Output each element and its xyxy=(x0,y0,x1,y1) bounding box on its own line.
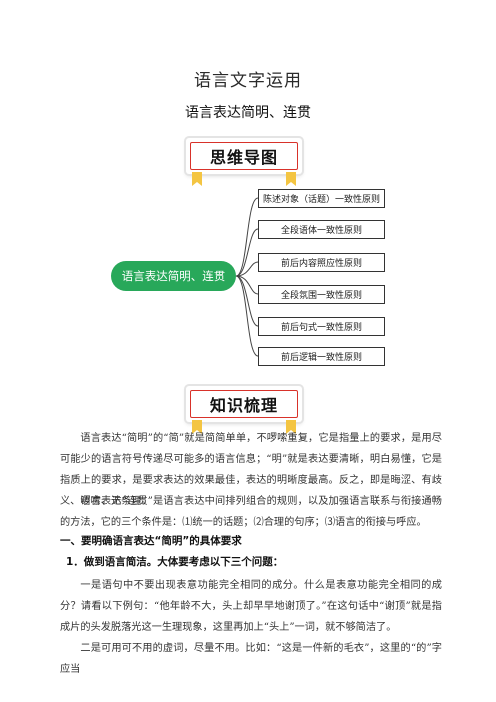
paragraph-point-one: 一是语句中不要出现表意功能完全相同的成分。什么是表意功能完全相同的成分？请看以下… xyxy=(60,580,442,633)
document-subtitle: 语言表达简明、连贯 xyxy=(185,105,311,121)
mindmap-branch: 前后句式一致性原则 xyxy=(258,317,385,336)
mindmap-branch: 全段语体一致性原则 xyxy=(258,220,385,239)
ribbon-icon xyxy=(192,420,202,434)
mindmap-banner: 思维导图 xyxy=(186,138,302,186)
ribbon-icon xyxy=(286,172,296,186)
mindmap-center-node: 语言表达简明、连贯 xyxy=(111,261,236,291)
paragraph-point-two: 二是可用可不用的虚词，尽量不用。比如：“这是一件新的毛衣”，这里的“的”字应当 xyxy=(60,643,442,675)
mindmap-branch: 前后内容照应性原则 xyxy=(258,253,385,272)
ribbon-icon xyxy=(192,172,202,186)
ribbon-icon xyxy=(286,420,296,434)
knowledge-banner-label: 知识梳理 xyxy=(190,390,298,418)
mindmap-banner-label: 思维导图 xyxy=(190,142,298,170)
knowledge-banner: 知识梳理 xyxy=(186,386,302,434)
document-title: 语言文字运用 xyxy=(194,71,302,91)
mindmap-branch: 前后逻辑一致性原则 xyxy=(258,347,385,366)
mindmap-branch: 全段氛围一致性原则 xyxy=(258,285,385,304)
paragraph-concise-definition: 语言表达“简明”的“简”就是简简单单，不啰嗦重复，它是指量上的要求，是用尽可能少… xyxy=(60,433,442,507)
mindmap-branch: 陈述对象（话题）一致性原则 xyxy=(258,189,385,208)
paragraph-coherence-definition: 语言表达“连贯”是语言表达中间排列组合的规则，以及加强语言联系与衔接通畅的方法，… xyxy=(60,496,442,528)
section-heading: 一、要明确语言表达“简明”的具体要求 xyxy=(60,535,242,547)
subsection-heading: 1．做到语言简洁。大体要考虑以下三个问题： xyxy=(66,556,284,568)
